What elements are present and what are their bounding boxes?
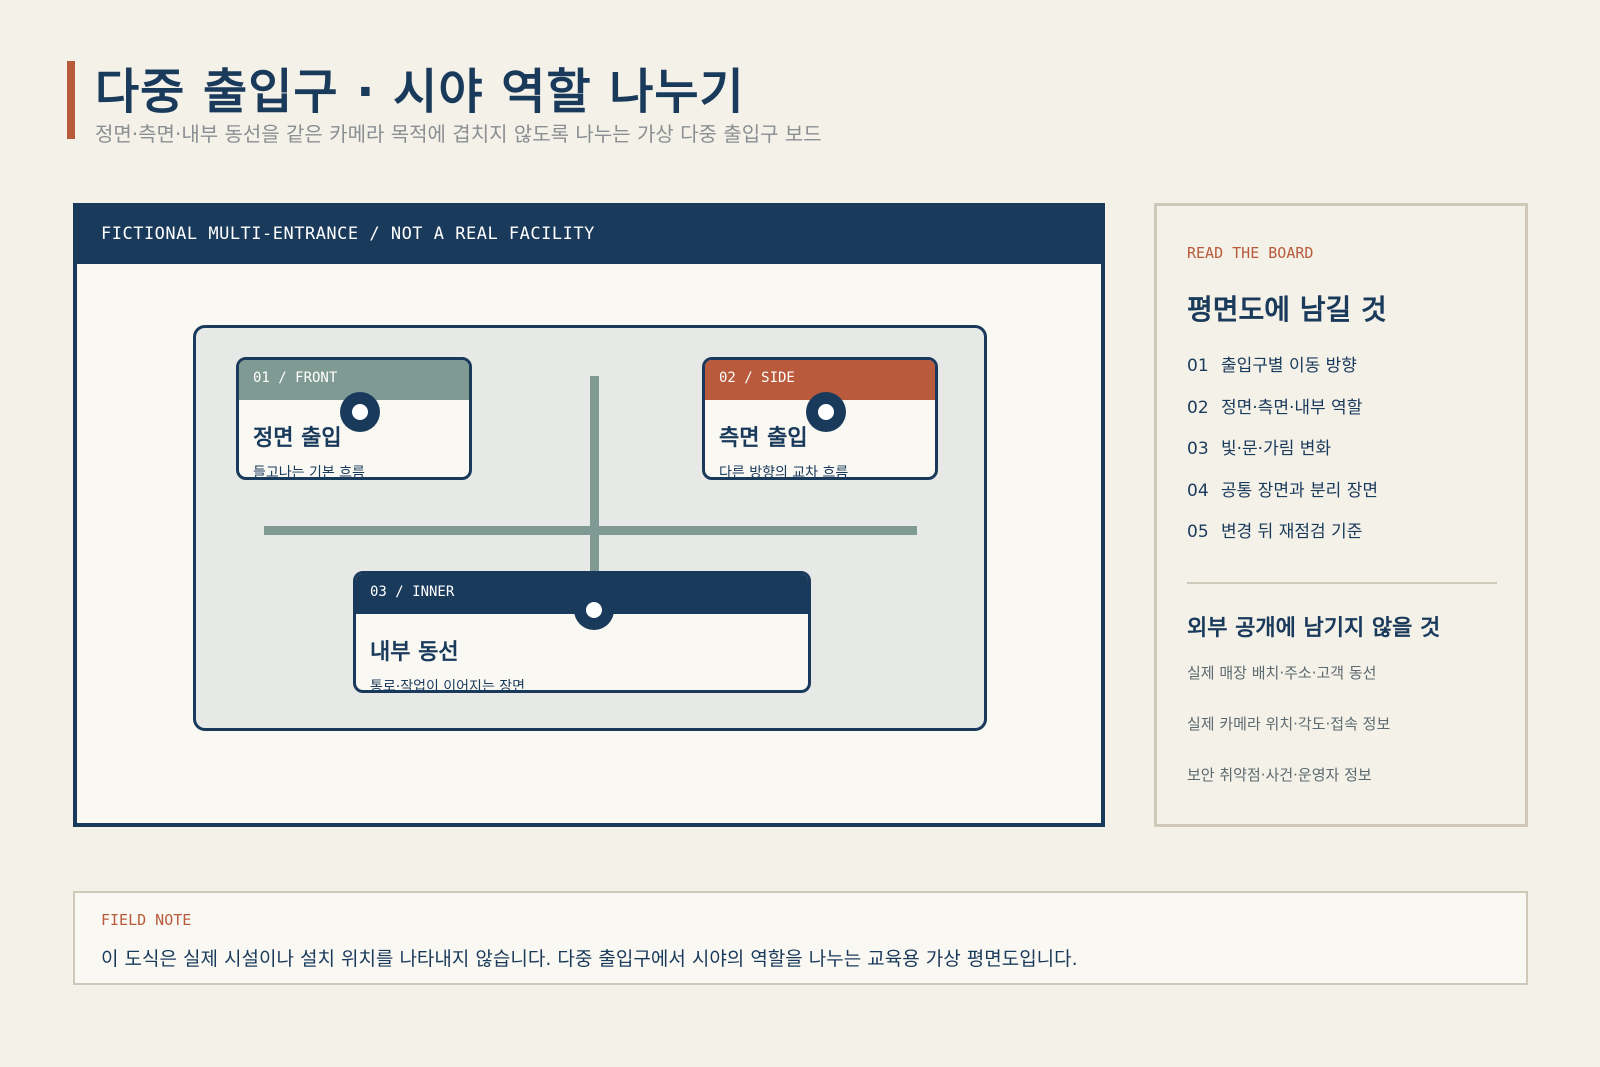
entrance-front-tag: 01 / FRONT <box>253 370 338 386</box>
keep-item-number: 02 <box>1187 397 1209 418</box>
entrance-inner-note: 통로·작업이 이어지는 장면 <box>370 679 526 693</box>
keep-item-text: 공통 장면과 분리 장면 <box>1221 480 1378 501</box>
keep-item-text: 변경 뒤 재점검 기준 <box>1221 522 1363 542</box>
entrance-side: 02 / SIDE 측면 출입 다른 방향의 교차 흐름 <box>702 357 938 480</box>
floor-plan: 01 / FRONT 정면 출입 들고나는 기본 흐름 02 / SIDE 측면… <box>193 325 987 731</box>
entrance-side-tag: 02 / SIDE <box>719 370 795 386</box>
node-side <box>806 392 846 432</box>
omit-item: 실제 카메라 위치·각도·접속 정보 <box>1187 715 1391 733</box>
entrance-side-note: 다른 방향의 교차 흐름 <box>719 465 849 480</box>
entrance-front-title: 정면 출입 <box>253 426 342 451</box>
keep-item: 03 빛·문·가림 변화 <box>1187 434 1378 476</box>
omit-item: 실제 매장 배치·주소·고객 동선 <box>1187 664 1377 682</box>
reading-guide-panel: READ THE BOARD 평면도에 남길 것 01 출입구별 이동 방향 02… <box>1154 203 1528 827</box>
omit-list: 실제 매장 배치·주소·고객 동선 실제 카메라 위치·각도·접속 정보 보안 … <box>1187 662 1390 815</box>
keep-item-text: 출입구별 이동 방향 <box>1221 356 1357 376</box>
path-horizontal <box>264 526 917 535</box>
keep-item: 04 공통 장면과 분리 장면 <box>1187 476 1378 518</box>
field-note: FIELD NOTE 이 도식은 실제 시설이나 설치 위치를 나타내지 않습니… <box>73 891 1528 985</box>
entrance-inner: 03 / INNER 내부 동선 통로·작업이 이어지는 장면 <box>353 571 811 693</box>
board-header: FICTIONAL MULTI-ENTRANCE / NOT A REAL FA… <box>77 207 1101 264</box>
entrance-front-note: 들고나는 기본 흐름 <box>253 465 365 480</box>
board-header-label: FICTIONAL MULTI-ENTRANCE / NOT A REAL FA… <box>101 224 595 244</box>
entrance-side-title: 측면 출입 <box>719 426 808 451</box>
guide-eyebrow: READ THE BOARD <box>1187 244 1314 262</box>
node-inner <box>574 590 614 630</box>
keep-item: 02 정면·측면·내부 역할 <box>1187 393 1378 435</box>
omit-item: 보안 취약점·사건·운영자 정보 <box>1187 766 1372 784</box>
keep-item-number: 01 <box>1187 356 1209 376</box>
guide-divider <box>1187 582 1497 584</box>
keep-heading: 평면도에 남길 것 <box>1187 293 1387 326</box>
keep-item-number: 05 <box>1187 522 1209 542</box>
node-front <box>340 392 380 432</box>
keep-item-text: 빛·문·가림 변화 <box>1221 439 1332 459</box>
keep-item: 01 출입구별 이동 방향 <box>1187 351 1378 393</box>
keep-list: 01 출입구별 이동 방향 02 정면·측면·내부 역할 03 빛·문·가림 변화 0… <box>1187 351 1378 559</box>
keep-item-text: 정면·측면·내부 역할 <box>1221 397 1363 418</box>
page-subtitle: 정면·측면·내부 동선을 같은 카메라 목적에 겹치지 않도록 나누는 가상 다… <box>95 122 822 146</box>
keep-item: 05 변경 뒤 재점검 기준 <box>1187 517 1378 559</box>
keep-item-number: 03 <box>1187 439 1209 459</box>
title-accent-bar <box>67 61 75 139</box>
floor-board: FICTIONAL MULTI-ENTRANCE / NOT A REAL FA… <box>73 203 1105 827</box>
omit-heading: 외부 공개에 남기지 않을 것 <box>1187 616 1441 641</box>
path-vertical <box>590 376 599 574</box>
entrance-inner-title: 내부 동선 <box>370 640 459 665</box>
field-note-text: 이 도식은 실제 시설이나 설치 위치를 나타내지 않습니다. 다중 출입구에서… <box>101 948 1078 970</box>
entrance-inner-tag: 03 / INNER <box>370 584 455 600</box>
page-title: 다중 출입구 · 시야 역할 나누기 <box>95 64 745 120</box>
entrance-front: 01 / FRONT 정면 출입 들고나는 기본 흐름 <box>236 357 472 480</box>
keep-item-number: 04 <box>1187 480 1209 501</box>
field-note-label: FIELD NOTE <box>101 911 192 929</box>
